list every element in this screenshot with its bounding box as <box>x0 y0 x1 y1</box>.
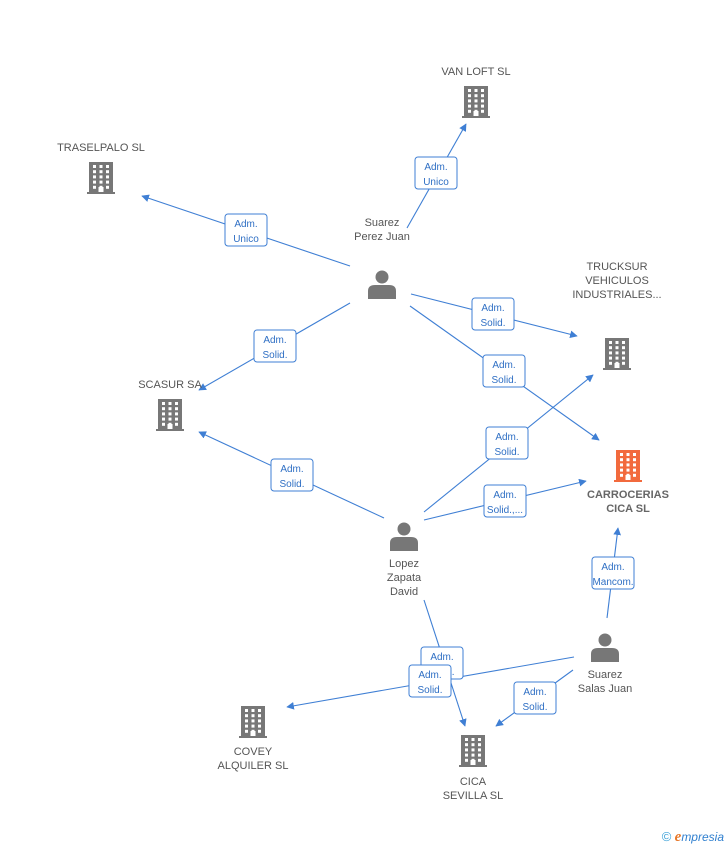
edge-label-text: Solid. <box>480 318 505 329</box>
edge-label-suarezsalas-to-carrocerias[interactable]: Adm. Mancom. <box>591 556 635 590</box>
edge-label-text: Adm. <box>280 464 303 475</box>
node-label: SCASUR SA <box>138 379 202 391</box>
node-label: VAN LOFT SL <box>441 66 510 78</box>
edge-label-text: Adm. <box>495 432 518 443</box>
edge-label-text: Mancom. <box>592 577 633 588</box>
building-icon <box>156 399 184 431</box>
building-icon <box>459 735 487 767</box>
edge-label-box <box>591 556 635 590</box>
edge-label-suarezperez-to-traselpalo[interactable]: Adm. Unico <box>224 213 268 247</box>
node-label: Perez Juan <box>354 231 410 243</box>
person-icon <box>591 633 619 662</box>
edge-label-text: Solid. <box>494 447 519 458</box>
edge-label-text: Adm. <box>601 562 624 573</box>
node-label: TRASELPALO SL <box>57 142 145 154</box>
node-label: Suarez <box>588 669 623 681</box>
edges-layer <box>141 123 621 727</box>
edge-label-box <box>224 213 268 247</box>
edge-label-text: Adm. <box>234 219 257 230</box>
node-label: VEHICULOS <box>585 275 649 287</box>
edge-label-box <box>270 458 314 492</box>
node-label: SEVILLA SL <box>443 790 504 802</box>
building-icon <box>603 338 631 370</box>
node-label: COVEY <box>234 746 273 758</box>
node-label: David <box>390 586 418 598</box>
edge-label-text: Adm. <box>523 687 546 698</box>
edge-label-text: Unico <box>233 234 259 245</box>
building-icon <box>239 706 267 738</box>
node-label: TRUCKSUR <box>586 261 647 273</box>
edge-label-text: Solid. <box>522 702 547 713</box>
edge-label-text: Solid.,... <box>487 505 523 516</box>
node-label: CICA <box>460 776 487 788</box>
edge-label-lopezzapata-to-carrocerias[interactable]: Adm. Solid.,... <box>483 484 527 518</box>
node-vanloft[interactable]: VAN LOFT SL <box>441 66 511 118</box>
edge-labels-layer: Adm.UnicoAdm.UnicoAdm.Solid.Adm.Solid.Ad… <box>224 156 635 715</box>
edge-label-suarezperez-to-scasur[interactable]: Adm. Solid. <box>253 329 297 363</box>
node-cicasevilla[interactable]: CICA SEVILLA SL <box>443 735 504 802</box>
node-label: INDUSTRIALES... <box>572 289 661 301</box>
node-label: Zapata <box>387 572 422 584</box>
person-icon <box>368 270 396 299</box>
node-label: Suarez <box>365 217 400 229</box>
brand-footer[interactable]: © empresia <box>662 829 724 846</box>
brand-logo-initial: e <box>674 829 682 845</box>
edge-label-text: Solid. <box>279 479 304 490</box>
edge-label-box <box>253 329 297 363</box>
node-label: CARROCERIAS <box>587 489 669 501</box>
edge-label-lopezzapata-to-scasur[interactable]: Adm. Solid. <box>270 458 314 492</box>
copyright-icon: © <box>661 829 672 844</box>
person-icon <box>390 522 418 551</box>
edge-label-text: Adm. <box>492 360 515 371</box>
node-carrocerias[interactable]: CARROCERIAS CICA SL <box>587 450 669 515</box>
edge-label-box <box>513 681 557 715</box>
edge-label-text: Solid. <box>491 375 516 386</box>
edge-label-text: Unico <box>423 177 449 188</box>
building-icon <box>462 86 490 118</box>
edge-label-box <box>482 354 526 388</box>
edge-label-suarezperez-to-vanloft[interactable]: Adm. Unico <box>414 156 458 190</box>
brand-logo-text: mpresia <box>681 830 724 844</box>
edge-label-suarezsalas-to-covey[interactable]: Adm. Solid. <box>408 664 452 698</box>
edge-label-text: Adm. <box>430 652 453 663</box>
edge-label-text: Adm. <box>424 162 447 173</box>
node-label: Lopez <box>389 558 419 570</box>
node-covey[interactable]: COVEY ALQUILER SL <box>218 706 289 772</box>
edge-label-lopezzapata-to-trucksur[interactable]: Adm. Solid. <box>485 426 529 460</box>
edge-label-suarezperez-to-trucksur[interactable]: Adm. Solid. <box>471 297 515 331</box>
edge-label-text: Adm. <box>263 335 286 346</box>
nodes-layer: VAN LOFT SL TRASELPALO SL TRUCKSUR VEHICULO… <box>57 66 669 802</box>
edge-label-text: Solid. <box>262 350 287 361</box>
node-label: Salas Juan <box>578 683 632 695</box>
node-label: CICA SL <box>606 503 650 515</box>
edge-label-box <box>471 297 515 331</box>
edge-label-text: Adm. <box>418 670 441 681</box>
building-icon <box>614 450 642 482</box>
edge-label-text: Solid. <box>417 685 442 696</box>
building-icon <box>87 162 115 194</box>
edge-label-text: Adm. <box>493 490 516 501</box>
node-label: ALQUILER SL <box>218 760 289 772</box>
edge-label-box <box>408 664 452 698</box>
edge-label-text: Adm. <box>481 303 504 314</box>
edge-label-box <box>414 156 458 190</box>
node-traselpalo[interactable]: TRASELPALO SL <box>57 142 145 194</box>
edge-label-box <box>483 484 527 518</box>
edge-label-suarezsalas-to-cicasevilla[interactable]: Adm. Solid. <box>513 681 557 715</box>
node-scasur[interactable]: SCASUR SA <box>138 379 202 431</box>
edge-label-suarezperez-to-carrocerias[interactable]: Adm. Solid. <box>482 354 526 388</box>
edge-label-box <box>485 426 529 460</box>
node-trucksur[interactable]: TRUCKSUR VEHICULOS INDUSTRIALES... <box>572 261 662 370</box>
